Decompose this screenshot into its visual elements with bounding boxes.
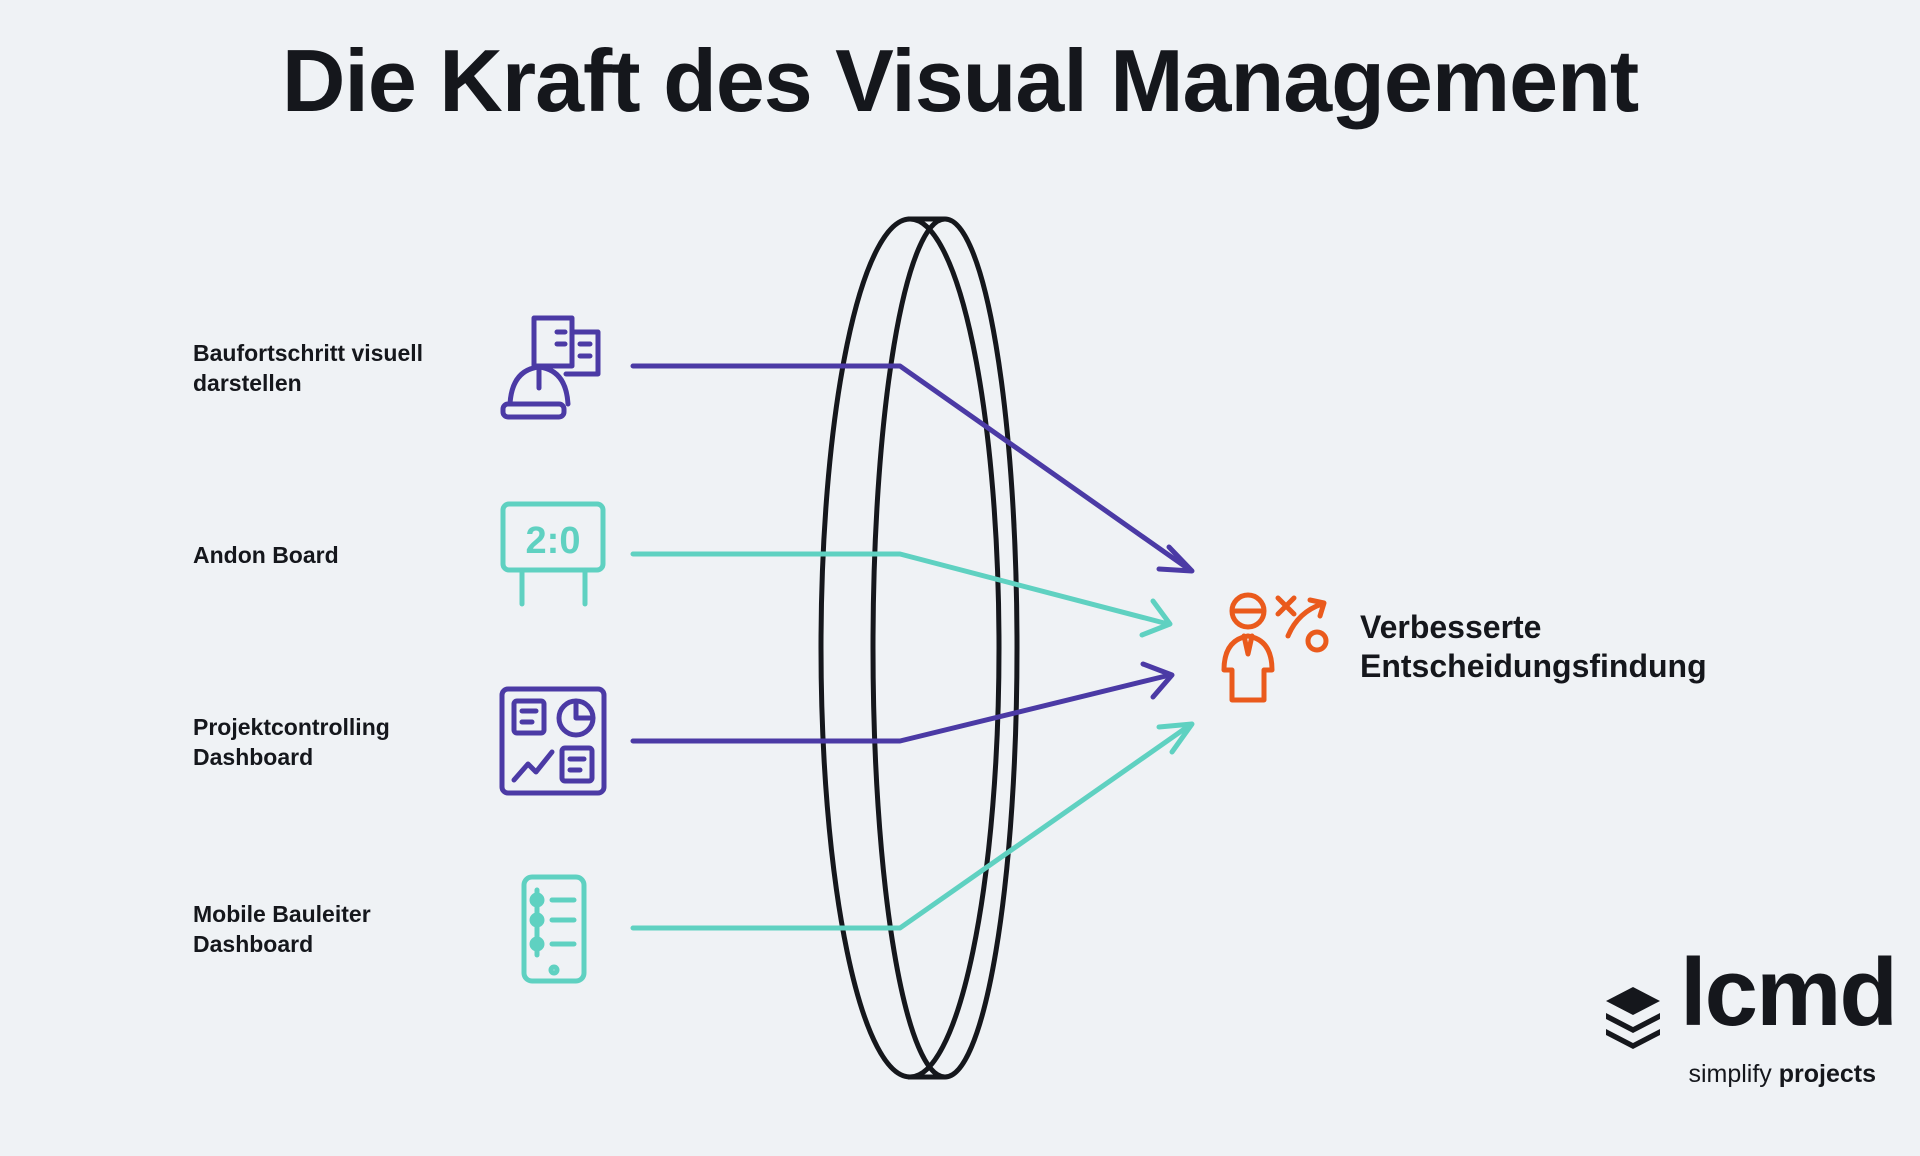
scoreboard-text: 2:0 xyxy=(526,520,581,562)
arrow-andon-board xyxy=(630,551,1173,638)
page-title: Die Kraft des Visual Management xyxy=(281,31,1639,130)
brand-block: lcmd simplify projects xyxy=(1600,939,1898,1100)
arrow-projektcontrolling xyxy=(630,661,1175,744)
input-label-mobile-bauleiter: Mobile Bauleiter Dashboard xyxy=(193,901,371,957)
decision-maker-icon xyxy=(1221,592,1329,703)
lens-shape xyxy=(818,216,1020,1080)
mobile-checklist-icon xyxy=(521,874,587,984)
outcome-label: Verbesserte Entscheidungsfindung xyxy=(1360,609,1707,684)
lcmd-logo-icon xyxy=(1606,987,1660,1049)
input-label-baufortschritt: Baufortschritt visuell darstellen xyxy=(193,340,424,396)
construction-buildings-icon xyxy=(500,315,601,420)
arrow-baufortschritt xyxy=(630,363,1195,574)
input-label-andon-board: Andon Board xyxy=(193,542,339,568)
arrow-mobile-bauleiter xyxy=(630,721,1195,931)
brand-tagline: simplify projects xyxy=(1688,1060,1876,1088)
brand-name: lcmd xyxy=(1680,939,1898,1046)
andon-scoreboard-icon xyxy=(500,501,606,607)
input-label-projektcontrolling: Projektcontrolling Dashboard xyxy=(193,714,390,770)
dashboard-icon xyxy=(499,686,607,796)
